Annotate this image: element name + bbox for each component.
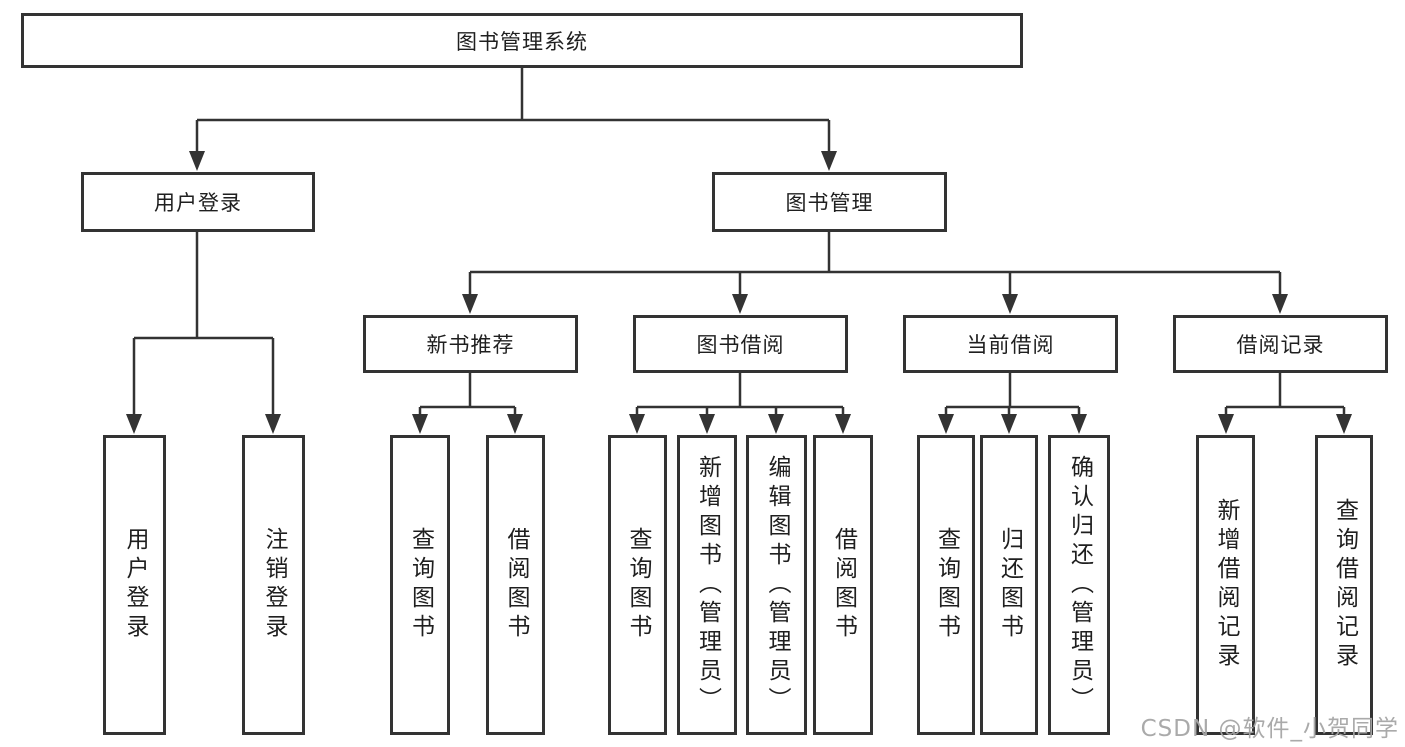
node-book-management: 图书管理 xyxy=(712,172,947,232)
node-new-book-recommend: 新书推荐 xyxy=(363,315,578,373)
node-book-borrow: 图书借阅 xyxy=(633,315,848,373)
leaf-add-books-admin: 新增图书（管理员） xyxy=(677,435,737,735)
leaf-query-borrow-record: 查询借阅记录 xyxy=(1315,435,1373,735)
node-current-borrow: 当前借阅 xyxy=(903,315,1118,373)
leaf-query-books: 查询图书 xyxy=(390,435,450,735)
leaf-borrow-books: 借阅图书 xyxy=(486,435,545,735)
leaf-query-books: 查询图书 xyxy=(608,435,667,735)
leaf-logout: 注销登录 xyxy=(242,435,305,735)
watermark: CSDN @软件_小贺同学 xyxy=(1140,716,1399,742)
node-borrow-records: 借阅记录 xyxy=(1173,315,1388,373)
leaf-query-books: 查询图书 xyxy=(917,435,975,735)
leaf-return-books: 归还图书 xyxy=(980,435,1038,735)
leaf-user-login: 用户登录 xyxy=(103,435,166,735)
leaf-confirm-return-admin: 确认归还（管理员） xyxy=(1048,435,1110,735)
leaf-borrow-books: 借阅图书 xyxy=(813,435,873,735)
leaf-edit-books-admin: 编辑图书（管理员） xyxy=(746,435,807,735)
leaf-add-borrow-record: 新增借阅记录 xyxy=(1196,435,1255,735)
arrowhead-icons xyxy=(126,151,1352,434)
node-root-library-system: 图书管理系统 xyxy=(21,13,1023,68)
node-user-login: 用户登录 xyxy=(81,172,315,232)
